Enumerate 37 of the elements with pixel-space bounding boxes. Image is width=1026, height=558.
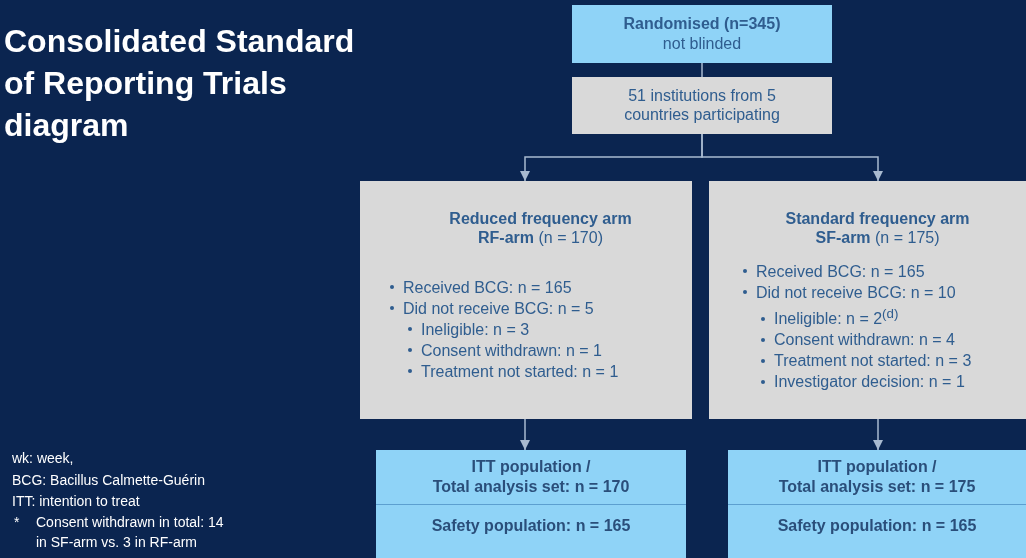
sub-bullet-item: Investigator decision: n = 1 (759, 371, 972, 393)
bullet-item: Did not receive BCG: n = 5 (388, 298, 619, 319)
connector-arrow (701, 133, 884, 182)
population-box (728, 450, 1026, 558)
sub-bullet-item: Consent withdrawn: n = 4 (759, 329, 972, 351)
sub-bullet-item: Treatment not started: n = 1 (406, 361, 619, 382)
arm-box (709, 181, 1026, 419)
sub-bullet-item: Consent withdrawn: n = 1 (406, 340, 619, 361)
box-text: not blinded (661, 34, 743, 53)
process-box (572, 77, 832, 134)
box-text: 51 institutions from 5 countries participating (623, 86, 781, 124)
footnote-text: ITT: intention to treat (12, 492, 141, 511)
population-heading: ITT population / (470, 457, 592, 476)
box-heading: Randomised (n=345) (622, 14, 782, 33)
bullet-item: Did not receive BCG: n = 10 (741, 282, 972, 303)
population-box (376, 450, 686, 558)
footnote-text: Consent withdrawn in total: 14 in SF-arm vs. 3 in RF-arm (36, 513, 225, 552)
connector-arrow (519, 418, 531, 451)
sub-bullet-item: Ineligible: n = 2$^{(d)}$ (759, 303, 972, 330)
footnote-text: BCG: Bacillus Calmette-Guérin (12, 471, 206, 490)
population-heading: ITT population / (816, 457, 938, 476)
sub-bullet-item: Ineligible: n = 3 (406, 319, 619, 340)
population-text: Safety population: n = 165 (430, 516, 632, 535)
population-heading: Total analysis set: n = 175 (777, 477, 977, 496)
slide-title: Consolidated Standard of Reporting Trials diagram (4, 22, 356, 145)
arm-box (360, 181, 692, 419)
footnote-text: wk: week, (12, 449, 75, 468)
process-box (572, 5, 832, 63)
connector-arrow (872, 418, 884, 451)
arm-heading: Standard frequency arm SF-arm (n = 175) (784, 209, 971, 247)
population-heading: Total analysis set: n = 170 (431, 477, 631, 496)
arm-heading: Reduced frequency arm RF-arm (n = 170) (448, 209, 633, 247)
bullet-item: Received BCG: n = 165 (741, 261, 972, 282)
bullet-item: Received BCG: n = 165 (388, 277, 619, 298)
population-text: Safety population: n = 165 (776, 516, 978, 535)
footnote-mark: * (14, 513, 21, 532)
sub-bullet-item: Treatment not started: n = 3 (759, 350, 972, 372)
